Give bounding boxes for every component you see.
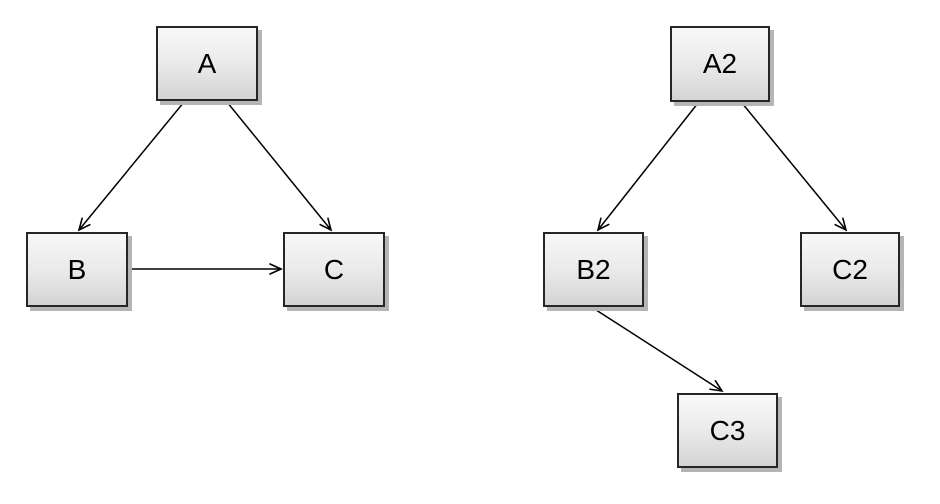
node-label-C: C bbox=[323, 253, 345, 285]
node-C2[interactable]: C2 bbox=[800, 232, 900, 307]
node-label-C2: C2 bbox=[832, 253, 868, 285]
node-label-A: A bbox=[197, 47, 217, 79]
node-label-A2: A2 bbox=[702, 48, 738, 79]
node-B[interactable]: B bbox=[26, 232, 128, 307]
node-C[interactable]: C bbox=[283, 232, 385, 307]
node-label-B: B bbox=[67, 253, 87, 285]
node-B2[interactable]: B2 bbox=[543, 232, 644, 307]
node-A2[interactable]: A2 bbox=[670, 26, 770, 102]
node-label-B2: B2 bbox=[576, 253, 611, 285]
node-label-C3: C3 bbox=[709, 414, 746, 446]
node-A[interactable]: A bbox=[156, 26, 258, 101]
node-C3[interactable]: C3 bbox=[677, 393, 778, 468]
